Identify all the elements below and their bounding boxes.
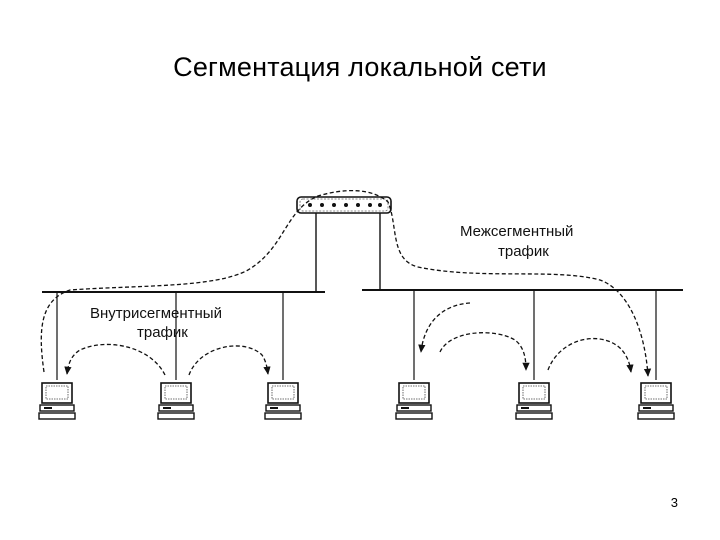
computer-icon — [157, 382, 195, 420]
computer-icon — [264, 382, 302, 420]
intra-traffic-arrow — [188, 345, 271, 376]
computer-icon — [637, 382, 675, 420]
drop-lines — [56, 290, 657, 380]
inter-traffic-label-line2: трафик — [498, 243, 549, 260]
traffic-arrow — [418, 302, 471, 353]
page-number: 3 — [670, 495, 678, 510]
traffic-arrow — [439, 332, 530, 371]
inter-segment-traffic-arrow — [40, 189, 652, 377]
intra-traffic-label-line1: Внутрисегментный — [90, 305, 222, 322]
computer-icon — [38, 382, 76, 420]
intra-traffic-label-line2: трафик — [137, 324, 188, 341]
inter-traffic-label-line1: Межсегментный — [460, 223, 573, 240]
traffic-arrow — [547, 337, 634, 373]
computer-icon — [395, 382, 433, 420]
computer-icon — [515, 382, 553, 420]
slide-title: Сегментация локальной сети — [173, 52, 547, 82]
intra-traffic-arrow — [64, 343, 166, 376]
bridge-icon — [296, 196, 392, 214]
